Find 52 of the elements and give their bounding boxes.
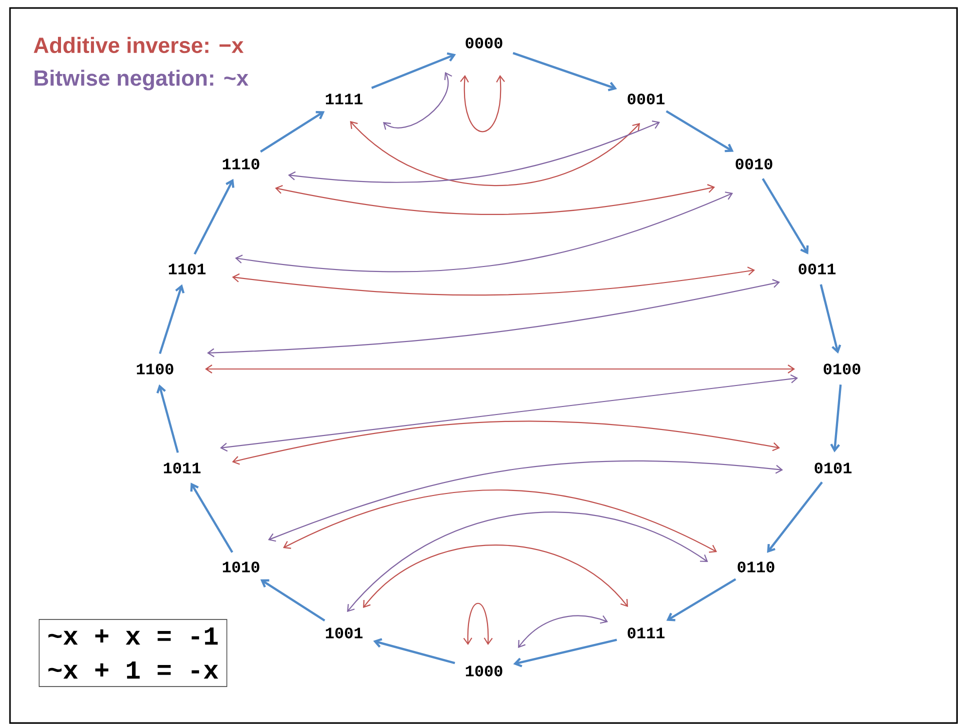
arrow	[232, 266, 755, 296]
bit-pattern: 1101	[168, 264, 206, 274]
arrow	[762, 178, 809, 254]
bit-pattern: 1001	[326, 628, 363, 638]
arrow	[518, 615, 608, 648]
legend-text: Bitwise negation: ~x	[34, 70, 248, 90]
arrow	[190, 482, 234, 553]
arrow	[205, 364, 795, 374]
arrow	[820, 284, 842, 354]
arrow	[767, 481, 823, 553]
arrow	[158, 284, 185, 354]
arrow	[288, 120, 660, 183]
arrow	[194, 178, 234, 255]
bit-pattern: 0101	[814, 462, 852, 474]
bit-pattern: 1110	[222, 158, 260, 170]
bit-pattern: 0111	[628, 628, 665, 638]
arrow	[830, 384, 842, 452]
bit-pattern: 0001	[628, 94, 665, 104]
bit-pattern: 1111	[326, 94, 363, 104]
arrow	[283, 490, 717, 553]
loop-arrow	[463, 602, 493, 646]
arrow	[513, 638, 618, 668]
arrow	[260, 111, 325, 153]
arrow	[666, 578, 736, 622]
bit-pattern: 0100	[824, 364, 860, 374]
bit-pattern: 1010	[222, 562, 260, 572]
arrow	[371, 52, 456, 89]
arrow	[275, 184, 715, 215]
bit-pattern: 1000	[466, 666, 502, 676]
arrow	[232, 420, 780, 465]
formula-box: ~x + x = -1 ~x + 1 = -x	[38, 619, 228, 687]
legend-text: Additive inverse: −x	[34, 36, 244, 54]
bit-pattern: 0010	[736, 158, 772, 170]
arrow	[363, 544, 628, 608]
bit-pattern: 0110	[738, 562, 774, 572]
arrow	[373, 638, 456, 664]
arrow	[220, 374, 798, 452]
arrow	[350, 121, 640, 186]
arrow	[260, 579, 326, 622]
loop-arrow	[460, 75, 505, 132]
bit-pattern: 0000	[466, 38, 502, 48]
arrow	[383, 72, 452, 130]
arrow	[156, 384, 179, 453]
arrow	[512, 52, 617, 92]
arrow	[207, 279, 780, 358]
arrow	[235, 192, 733, 272]
arrow	[268, 460, 783, 542]
arrow	[347, 512, 708, 612]
arrow	[666, 110, 734, 152]
bit-pattern: 1100	[136, 364, 174, 374]
bit-pattern: 0011	[798, 264, 836, 274]
bit-pattern: 1011	[164, 462, 201, 474]
